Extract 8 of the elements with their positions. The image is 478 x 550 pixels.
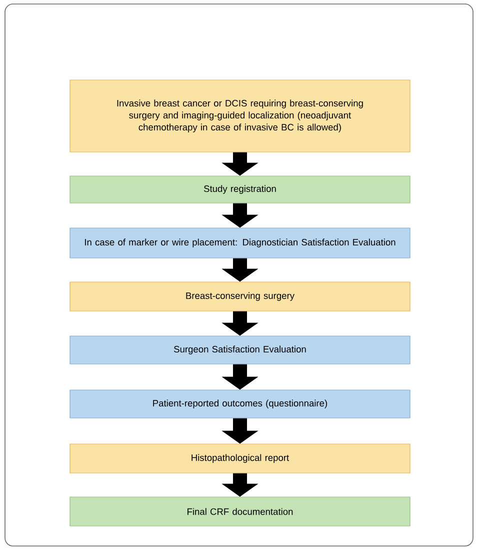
process-box: Study registration [70, 176, 410, 204]
process-box: Breast-conserving surgery [70, 282, 410, 312]
process-box: Patient-reported outcomes (questionnaire) [70, 390, 410, 418]
process-box: Histopathological report [70, 444, 410, 474]
process-box: Final CRF documentation [70, 496, 410, 526]
process-box: Invasive breast cancer or DCIS requiring breast-conserving surgery and imaging-guided localization (neoadjuvant chemotherapy in case of invasive BC is allowed) [70, 80, 410, 152]
process-box: Surgeon Satisfaction Evaluation [70, 336, 410, 364]
process-box: In case of marker or wire placement: Diagnostician Satisfaction Evaluation [70, 228, 410, 258]
